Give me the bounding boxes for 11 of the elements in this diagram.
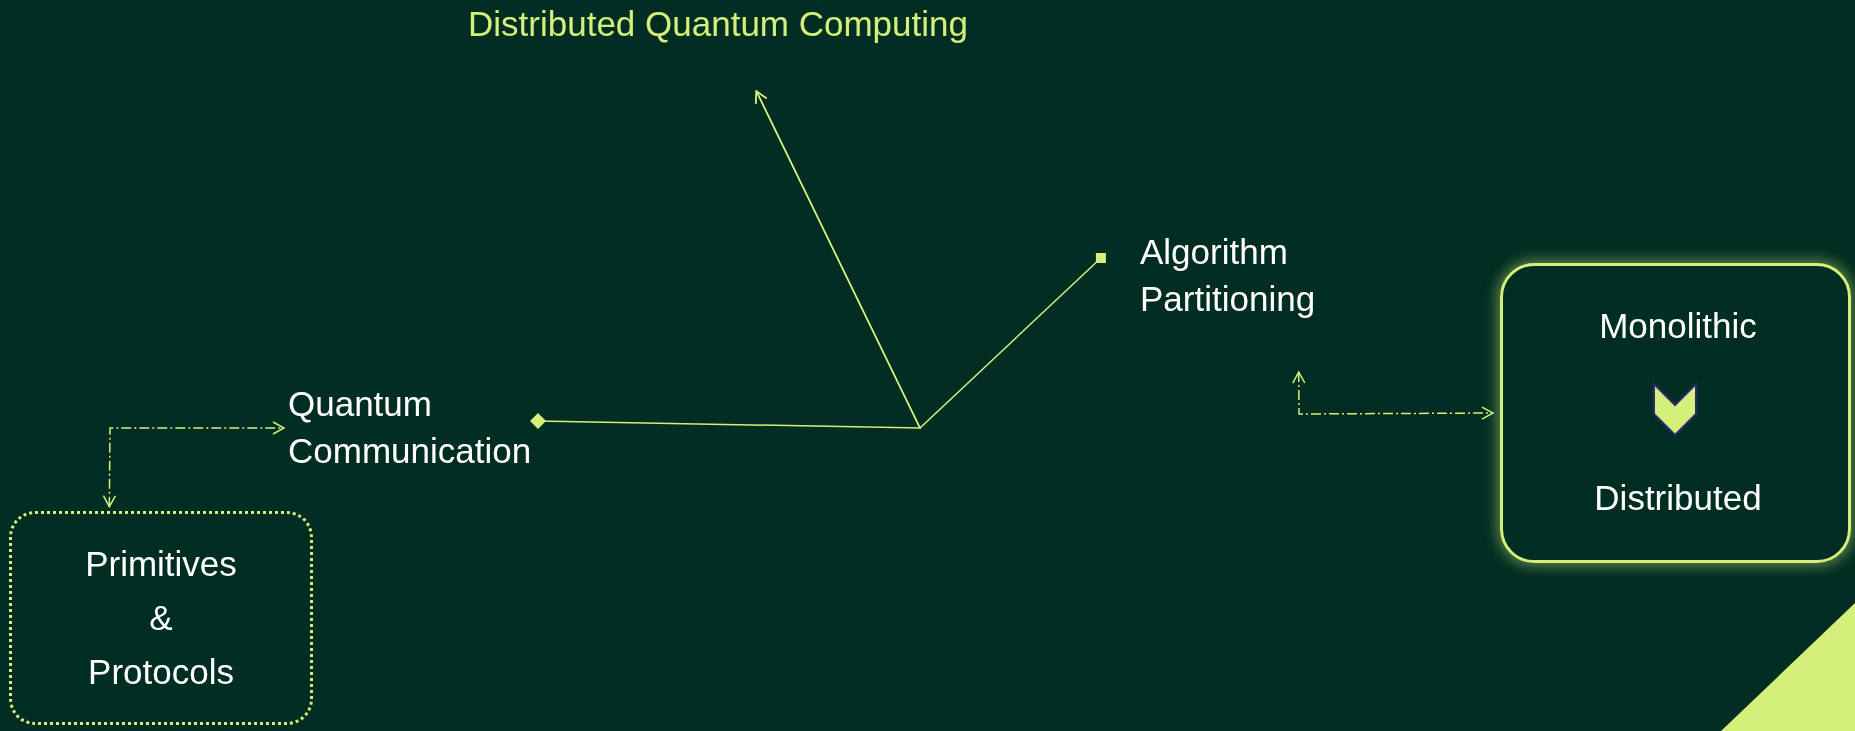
panel-label: Monolithic — [1563, 302, 1793, 350]
rounded-box — [9, 511, 313, 725]
panel-label: Distributed — [1563, 474, 1793, 522]
arrow — [1292, 371, 1494, 420]
box-label: Primitives & Protocols — [84, 542, 238, 694]
topic-label: Algorithm Partitioning — [1140, 228, 1370, 328]
heading-label: Distributed Quantum Computing — [398, 0, 1038, 48]
arrow — [102, 421, 285, 508]
chevron-arrow — [1653, 381, 1697, 437]
panel — [1500, 263, 1851, 563]
topic-label: Quantum Communication — [288, 380, 538, 480]
